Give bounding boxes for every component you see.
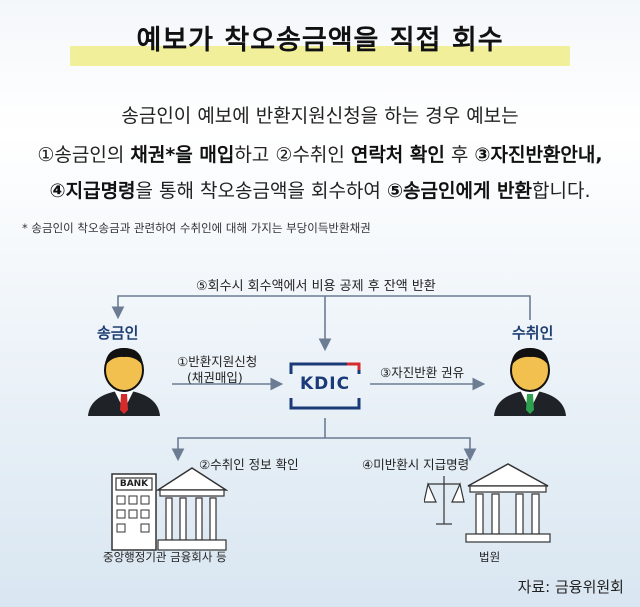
court-building-icon xyxy=(424,463,551,543)
intro-line3-segment: ⑤송금인에게 반환 xyxy=(386,180,532,202)
footnote: * 송금인이 착오송금과 관련하여 수취인에 대해 가지는 부당이득반환채권 xyxy=(22,221,371,235)
receiver-label: 수취인 xyxy=(512,324,554,342)
step4-label: ④미반환시 지급명령 xyxy=(362,457,470,472)
intro-line2-segment: ①송금인의 xyxy=(37,144,131,166)
court-caption: 법원 xyxy=(479,550,501,564)
arrow-step2 xyxy=(171,437,325,462)
intro-line2-segment: 후 xyxy=(444,144,475,166)
sender-label: 송금인 xyxy=(97,324,139,342)
title-highlight xyxy=(70,46,570,66)
intro-line3-segment: 합니다. xyxy=(532,180,591,202)
bank-building-icon xyxy=(111,467,228,551)
intro-line-1: 송금인이 예보에 반환지원신청을 하는 경우 예보는 xyxy=(121,105,519,127)
kdic-logo-text: KDIC xyxy=(299,374,351,394)
bank-caption: 중앙행정기관 금융회사 등 xyxy=(103,550,227,564)
intro-line2-segment: 하고 ②수취인 xyxy=(234,144,351,166)
intro-line2-segment: 연락처 확인 xyxy=(350,144,445,166)
step3-label: ③자진반환 권유 xyxy=(380,365,465,380)
sender-person-icon xyxy=(88,348,160,416)
step2-label: ②수취인 정보 확인 xyxy=(199,457,299,472)
intro-line-3: ④지급명령을 통해 착오송금액을 회수하여 ⑤송금인에게 반환합니다. xyxy=(0,176,640,203)
step1-sublabel: (채권매입) xyxy=(187,370,243,385)
intro-line3-segment: 을 통해 착오송금액을 회수하여 xyxy=(135,180,387,202)
intro-line2-segment: ③자진반환안내, xyxy=(474,144,603,166)
arrow-step5 xyxy=(111,295,531,320)
intro-line3-segment: ④지급명령 xyxy=(49,180,136,202)
page-title: 예보가 착오송금액을 직접 회수 xyxy=(136,25,504,56)
bank-sign: BANK xyxy=(119,479,149,489)
title-container: 예보가 착오송금액을 직접 회수 xyxy=(0,18,640,57)
step5-label: ⑤회수시 회수액에서 비용 공제 후 잔액 반환 xyxy=(196,279,436,294)
intro-line-2: ①송금인의 채권*을 매입하고 ②수취인 연락처 확인 후 ③자진반환안내, xyxy=(0,140,640,167)
intro-line2-segment: 채권*을 매입 xyxy=(130,144,235,166)
kdic-logo xyxy=(289,362,361,410)
step1-label: ①반환지원신청 xyxy=(177,354,258,369)
arrow-step4 xyxy=(325,437,477,462)
source-credit: 자료: 금융위원회 xyxy=(517,578,624,596)
receiver-person-icon xyxy=(494,348,566,416)
